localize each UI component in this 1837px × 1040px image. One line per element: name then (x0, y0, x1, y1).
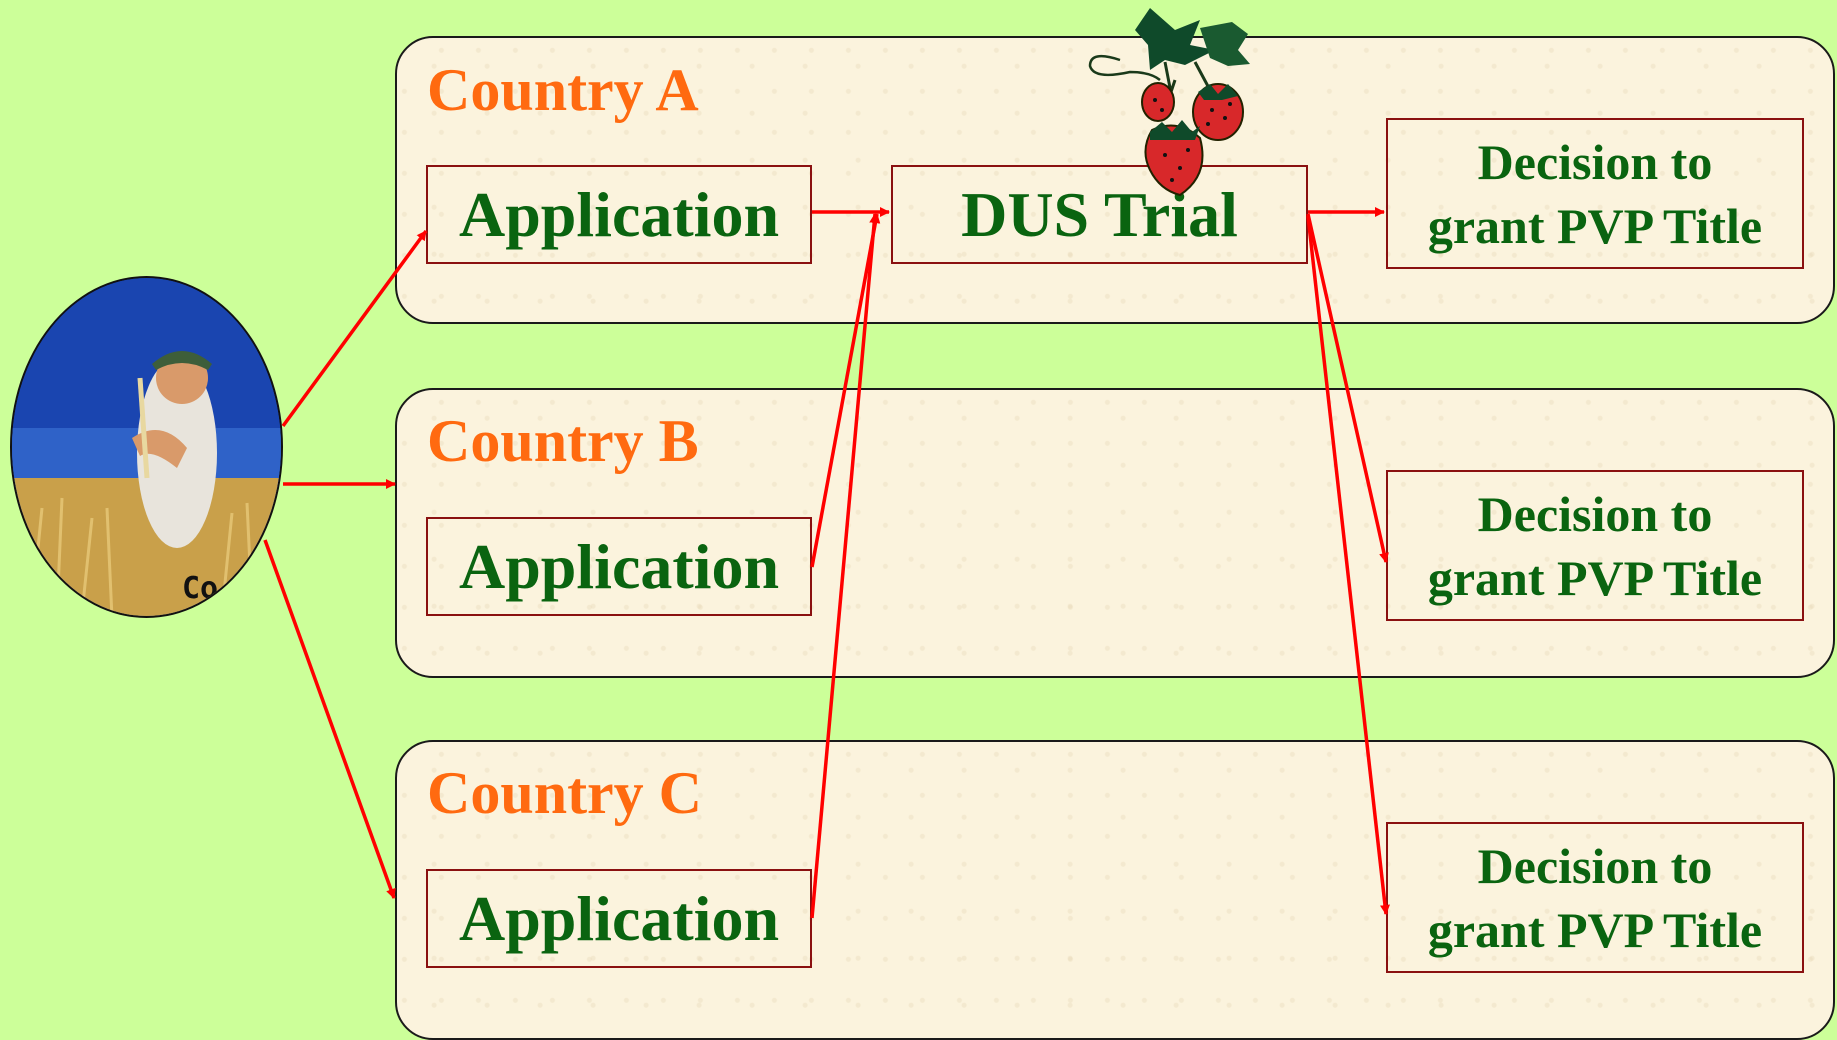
arrow-dus-to-decision-c (1306, 215, 1390, 915)
application-label-b: Application (458, 530, 780, 602)
decision-line2-a: grant PVP Title (1427, 197, 1763, 254)
dus-trial-label: DUS Trial (961, 178, 1238, 250)
dus-trial-box: DUS Trial (891, 165, 1308, 264)
application-label-c: Application (458, 882, 780, 954)
application-box-b: Application (426, 517, 812, 616)
decision-box-c: Decision to grant PVP Title (1386, 822, 1804, 973)
decision-line2-b: grant PVP Title (1427, 549, 1763, 606)
application-box-a: Application (426, 165, 812, 264)
country-b-title: Country B (427, 408, 699, 474)
country-panel-a (395, 36, 1835, 324)
country-panel-c (395, 740, 1835, 1040)
decision-box-a: Decision to grant PVP Title (1386, 118, 1804, 269)
application-box-c: Application (426, 869, 812, 968)
decision-box-b: Decision to grant PVP Title (1386, 470, 1804, 621)
decision-line2-c: grant PVP Title (1427, 901, 1763, 958)
country-panel-b (395, 388, 1835, 678)
decision-line1-a: Decision to (1477, 133, 1713, 190)
country-c-title: Country C (427, 760, 703, 826)
arrow-breeder-to-a (281, 229, 428, 428)
country-a-title: Country A (427, 57, 699, 123)
decision-line1-c: Decision to (1477, 837, 1713, 894)
arrow-app-c-to-dus (810, 213, 880, 919)
decision-line1-b: Decision to (1477, 485, 1713, 542)
arrow-breeder-to-c (263, 539, 396, 899)
arrow-app-b-to-dus (810, 213, 881, 568)
application-label-a: Application (458, 178, 780, 250)
arrow-dus-to-decision-b (1306, 213, 1389, 563)
